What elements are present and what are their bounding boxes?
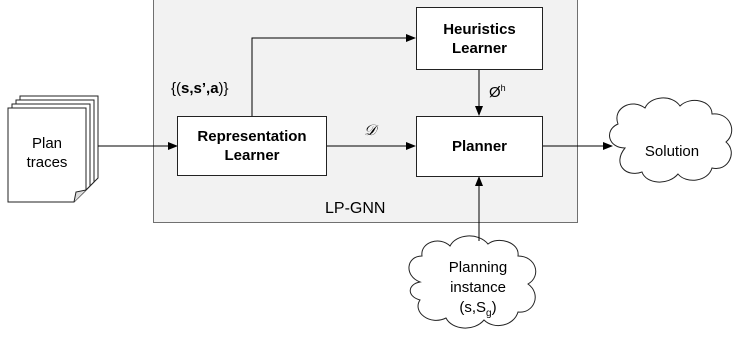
heuristics-learner-line1: Heuristics: [443, 20, 516, 38]
planning-instance-label: Planning instance (s,Sg): [428, 258, 528, 324]
plan-traces-line2: traces: [26, 154, 68, 171]
planning-instance-line3: (s,Sg): [428, 298, 528, 324]
representation-learner-line2: Learner: [224, 147, 280, 164]
edge-representation-to-heuristics: [251, 34, 416, 116]
transitions-label: {(s,s’,a)}: [171, 80, 229, 97]
dataset-label: 𝒟: [364, 121, 376, 139]
heuristics-learner-line2: Learner: [451, 39, 507, 57]
representation-learner-line1: Representation: [197, 128, 307, 145]
instance-state-text: (s,S: [459, 299, 487, 316]
plan-traces-label: Plan traces: [14, 134, 80, 172]
representation-learner-box: Representation Learner: [177, 116, 327, 176]
solution-cloud-shape: [609, 97, 733, 183]
transitions-tuple: s,s’,a: [181, 80, 219, 97]
container-label: LP-GNN: [325, 200, 386, 217]
heuristic-function-label: Øh: [489, 83, 506, 101]
planner-label: Planner: [451, 138, 508, 155]
planning-instance-line1: Planning: [448, 259, 508, 276]
transitions-suffix: )}: [218, 80, 229, 97]
heuristics-learner-box: Heuristics Learner: [416, 7, 543, 70]
heuristic-sup: h: [500, 83, 506, 93]
planner-box: Planner: [416, 116, 543, 177]
plan-traces-line1: Plan: [31, 135, 63, 152]
instance-goal-sub: g: [486, 308, 492, 319]
transitions-prefix: {(: [171, 80, 182, 97]
instance-close-paren: ): [491, 299, 497, 316]
heuristic-symbol: Ø: [489, 84, 501, 101]
solution-label: Solution: [644, 143, 700, 160]
plan-traces-icon: [7, 95, 99, 203]
planning-instance-line2: instance: [450, 279, 506, 296]
planning-instance-cloud-shape: [408, 235, 537, 329]
